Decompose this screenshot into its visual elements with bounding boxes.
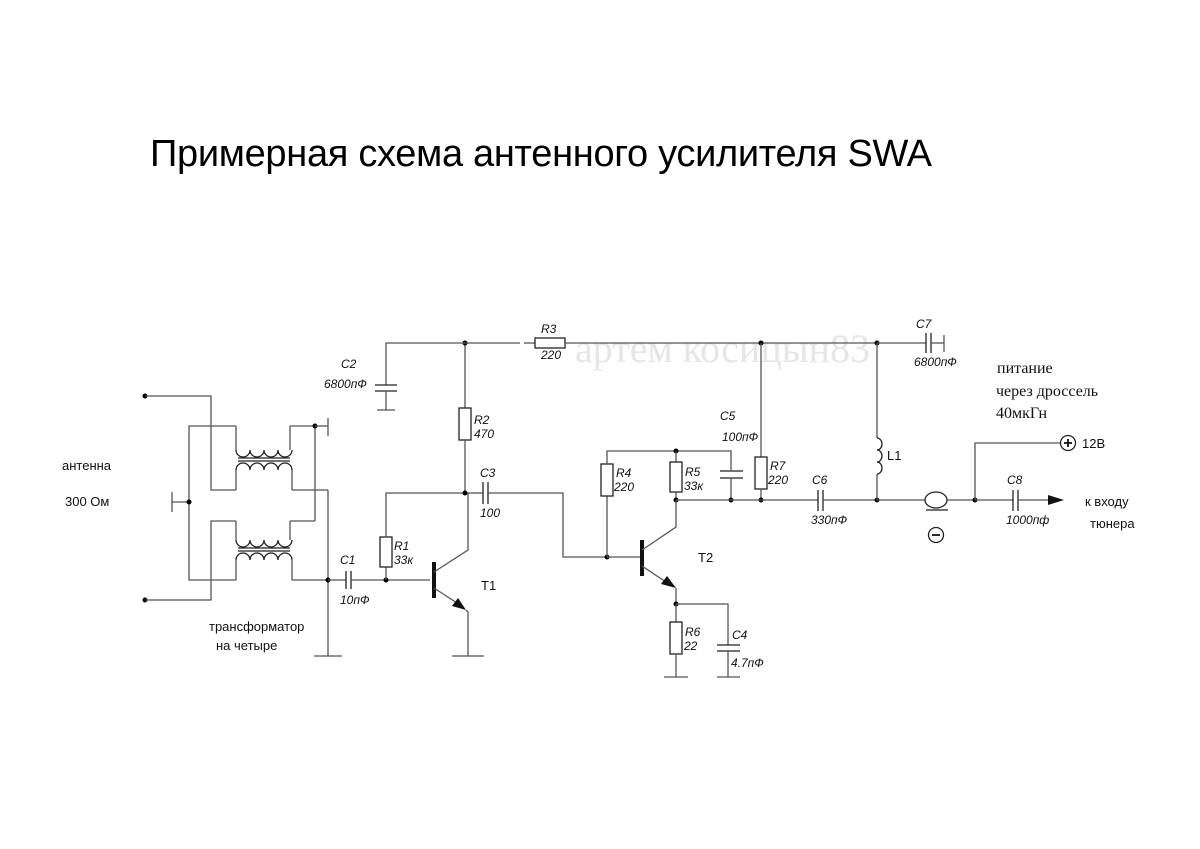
power-note-1: питание	[997, 360, 1053, 377]
r7-value: 220	[767, 473, 788, 487]
coax-connector	[877, 491, 975, 511]
c1-name: C1	[340, 553, 355, 567]
plus-terminal-icon	[1059, 434, 1077, 452]
transistor-t2	[607, 500, 677, 603]
c2-name: C2	[341, 357, 357, 371]
capacitor-c3	[468, 482, 607, 558]
capacitor-c7	[877, 333, 945, 353]
capacitor-c2	[375, 342, 465, 411]
inductor-l1	[876, 343, 883, 500]
output-label-1: к входу	[1085, 494, 1129, 509]
antenna-label: антенна	[62, 458, 112, 473]
r4-name: R4	[616, 466, 632, 480]
c3-value: 100	[480, 506, 500, 520]
r4-value: 220	[613, 480, 634, 494]
capacitor-c6	[817, 490, 878, 511]
power-note-2: через дроссель	[996, 383, 1098, 400]
transformer-label-1: трансформатор	[209, 619, 304, 634]
c5-value: 100пФ	[722, 430, 759, 444]
r3-value: 220	[540, 348, 561, 362]
capacitor-c8	[975, 490, 1064, 511]
voltage-label: 12В	[1082, 436, 1105, 451]
antenna-impedance: 300 Ом	[65, 494, 109, 509]
t2-label: T2	[698, 550, 713, 565]
schematic-title: Примерная схема антенного усилителя SWA	[150, 133, 932, 175]
r3-name: R3	[541, 322, 557, 336]
resistor-r6	[664, 604, 688, 678]
antenna-transformer	[142, 393, 342, 657]
watermark: артем косицын83	[575, 326, 870, 371]
output-label-2: тюнера	[1090, 516, 1135, 531]
c4-value: 4.7пФ	[731, 656, 764, 670]
r2-name: R2	[474, 413, 490, 427]
r5-name: R5	[685, 465, 701, 479]
capacitor-c1	[328, 571, 430, 589]
c3-name: C3	[480, 466, 496, 480]
resistor-r5	[669, 451, 683, 500]
capacitor-c5	[720, 470, 743, 500]
c4-name: C4	[732, 628, 748, 642]
transformer-lower	[235, 520, 328, 581]
c6-name: C6	[812, 473, 828, 487]
c5-name: C5	[720, 409, 736, 423]
power-note-3: 40мкГн	[996, 405, 1048, 422]
r1-value: 33к	[394, 553, 414, 567]
r5-value: 33к	[684, 479, 704, 493]
t1-label: T1	[481, 578, 496, 593]
c6-value: 330пФ	[811, 513, 848, 527]
c8-value: 1000пф	[1006, 513, 1049, 527]
output-arrow-icon	[1048, 495, 1064, 505]
c7-name: C7	[916, 317, 933, 331]
r6-value: 22	[683, 639, 698, 653]
transformer-upper	[235, 425, 328, 491]
resistor-r1	[379, 492, 468, 580]
resistor-r4	[600, 450, 732, 557]
r7-name: R7	[770, 459, 787, 473]
capacitor-c4	[676, 603, 740, 678]
r1-name: R1	[394, 539, 409, 553]
c2-value: 6800пФ	[324, 377, 367, 391]
c1-value: 10пФ	[340, 593, 370, 607]
r2-value: 470	[474, 427, 494, 441]
l1-label: L1	[887, 448, 901, 463]
r6-name: R6	[685, 625, 701, 639]
transistor-t1	[432, 493, 484, 657]
c8-name: C8	[1007, 473, 1023, 487]
resistor-r3	[465, 337, 878, 349]
resistor-r2	[458, 343, 472, 493]
minus-terminal-icon	[927, 526, 945, 544]
c7-value: 6800пФ	[914, 355, 957, 369]
transformer-label-2: на четыре	[216, 638, 277, 653]
